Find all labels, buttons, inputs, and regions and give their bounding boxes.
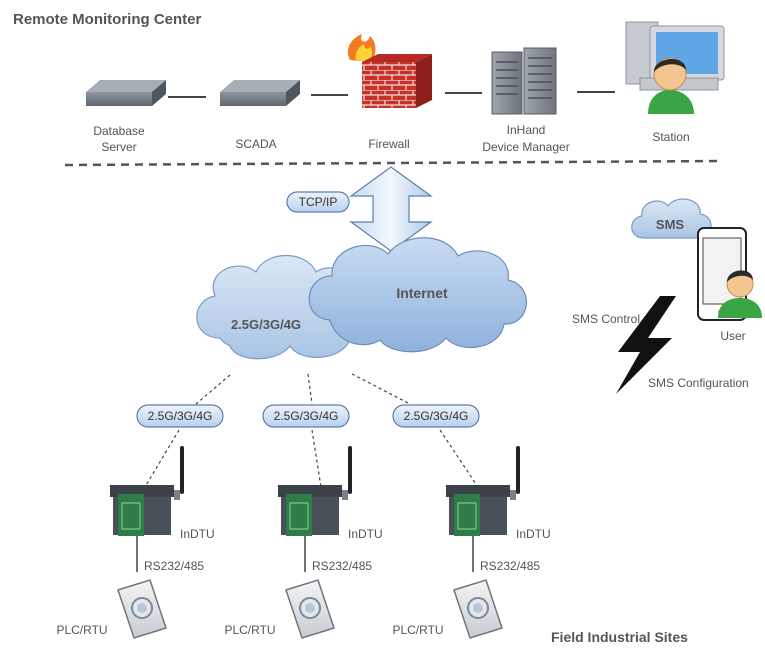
device-manager-servers-icon: [491, 47, 557, 115]
internet-cloud: [308, 237, 527, 353]
cellular-link-pill: [262, 404, 350, 428]
plc-rtu-icon: [453, 579, 503, 639]
zone-separator: [64, 159, 723, 167]
sms-configuration-label: SMS Configuration: [648, 376, 749, 390]
station-user-avatar-icon: [648, 57, 694, 114]
device-manager-label-line2: Device Manager: [482, 140, 569, 154]
field-sites-title: Field Industrial Sites: [551, 629, 688, 645]
firewall-icon: [347, 34, 432, 108]
indtu-label: InDTU: [348, 527, 383, 541]
tcpip-pill: [286, 191, 350, 213]
sms-control-label: SMS Control: [572, 312, 640, 326]
serial-label: RS232/485: [480, 559, 540, 573]
indtu-router-icon: [110, 446, 184, 536]
database-server-label: Database: [93, 124, 145, 138]
indtu-router-icon: [446, 446, 520, 536]
serial-label: RS232/485: [144, 559, 204, 573]
lightning-bolt-icon: [616, 296, 676, 394]
cellular-label: 2.5G/3G/4G: [231, 317, 301, 332]
plc-rtu-label: PLC/RTU: [56, 623, 107, 637]
indtu-label: InDTU: [180, 527, 215, 541]
monitoring-center-title: Remote Monitoring Center: [13, 11, 201, 28]
internet-label: Internet: [396, 285, 448, 301]
indtu-router-icon: [278, 446, 352, 536]
plc-rtu-icon: [117, 579, 167, 639]
plc-rtu-icon: [285, 579, 335, 639]
field-sites: 2.5G/3G/4GInDTURS232/485PLC/RTU2.5G/3G/4…: [56, 404, 551, 639]
database-server-icon: [86, 80, 166, 106]
user-label: User: [720, 329, 745, 343]
indtu-label: InDTU: [516, 527, 551, 541]
plc-rtu-label: PLC/RTU: [392, 623, 443, 637]
sms-cloud: [631, 198, 712, 239]
cellular-link-label: 2.5G/3G/4G: [404, 409, 469, 423]
scada-icon: [220, 80, 300, 106]
plc-rtu-label: PLC/RTU: [224, 623, 275, 637]
database-server-label-line2: Server: [101, 140, 136, 154]
cellular-link-pill: [392, 404, 480, 428]
device-manager-label: InHand: [507, 123, 546, 137]
cellular-links: [144, 373, 479, 488]
scada-label: SCADA: [235, 137, 276, 151]
cellular-link-label: 2.5G/3G/4G: [148, 409, 213, 423]
cellular-link-pill: [136, 404, 224, 428]
sms-bubble-label: SMS: [656, 217, 685, 232]
station-label: Station: [652, 130, 689, 144]
firewall-label: Firewall: [368, 137, 409, 151]
smartphone-icon: [697, 227, 747, 321]
user-avatar-icon: [718, 270, 762, 318]
serial-label: RS232/485: [312, 559, 372, 573]
monitoring-links: [168, 91, 615, 98]
cellular-link-label: 2.5G/3G/4G: [274, 409, 339, 423]
tcpip-label: TCP/IP: [299, 195, 338, 209]
